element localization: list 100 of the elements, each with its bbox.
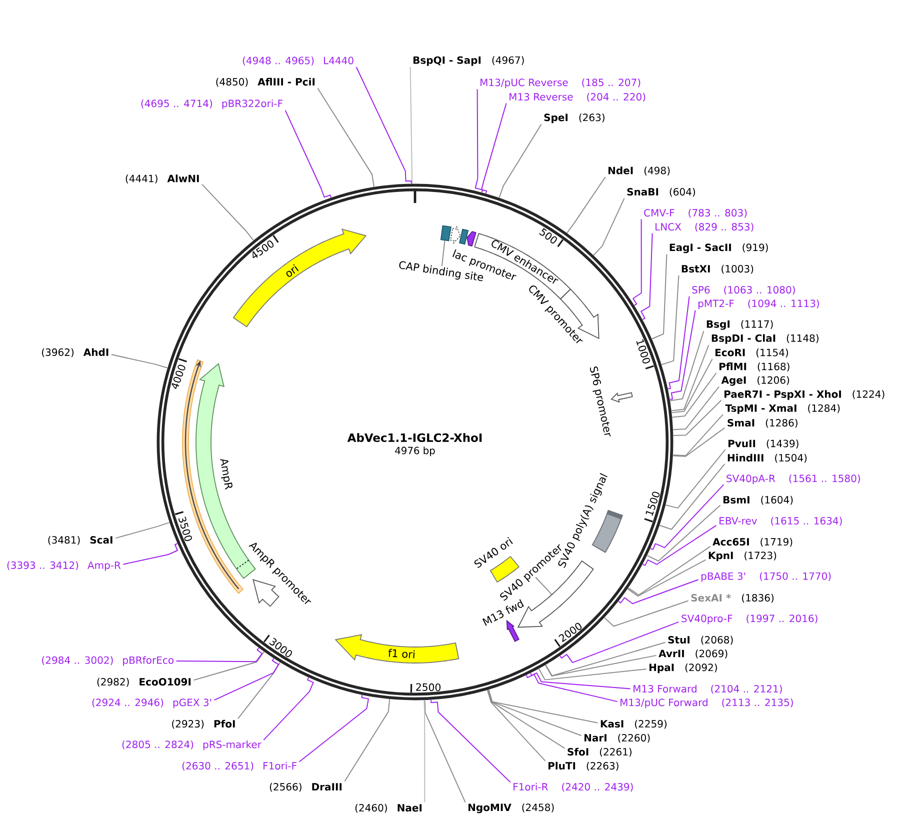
primer-label: (2924 .. 2946) pGEX 3' [92,698,212,708]
primer-label: pBABE 3' (1750 .. 1770) [701,572,831,582]
enzyme-site-label: BspDI - ClaI (1148) [712,334,818,344]
leader-line [545,642,666,676]
enzyme-site-label: AvrII (2069) [658,650,728,658]
primer-label: M13/pUC Reverse (185 .. 207) [480,78,640,88]
leader-line [672,427,726,457]
primer-label: SV40pA-R (1561 .. 1580) [726,474,860,484]
feature-block: M13 fwd [482,599,524,642]
enzyme-site-label: SnaBI (604) [627,188,695,197]
leader-line [672,386,720,430]
enzyme-site-label: EcoRI (1154) [716,348,788,358]
leader-line [176,647,262,662]
leader-line [669,310,696,400]
enzyme-site-label: BsgI (1117) [706,320,773,330]
leader-line [618,579,699,604]
leader-line [488,689,598,724]
leader-line [604,600,689,627]
leader-line [488,689,582,736]
leader-line [665,449,726,509]
leader-line [214,658,279,701]
enzyme-site-label: (2982) EcoO109I [97,678,191,687]
primer-label: (4695 .. 4714) pBR322ori-F [141,99,282,110]
enzyme-site-label: NdeI (498) [608,166,670,176]
leader-line [424,700,426,803]
enzyme-site-label: BspQI - SapI (4967) [414,56,524,66]
leader-line [430,700,511,783]
leader-line [486,690,546,762]
leader-line [441,240,446,267]
plasmid-name: AbVec1.1-IGLC2-XhoI [347,433,482,442]
leader-line [560,621,680,664]
leader-line [284,110,332,198]
enzyme-site-label: SexAI * (1836) [691,594,774,603]
leader-line [474,88,483,193]
enzyme-site-label: (2923) PfoI [172,720,235,729]
leader-line [566,176,606,234]
primer-label: (2805 .. 2824) pRS-marker [122,740,262,750]
enzyme-site-label: SfoI (2261) [568,748,632,757]
leader-line [193,651,264,681]
primer-label: (4948 .. 4965) L4440 [242,56,354,66]
primer-label: LNCX (829 .. 853) [656,222,754,232]
enzyme-site-label: NarI (2260) [584,734,650,743]
primer-label: SP6 (1063 .. 1080) [692,286,795,295]
leader-line [672,372,717,418]
enzyme-site-label: PvuII (1439) [728,440,798,448]
leader-line [672,414,724,456]
leader-line [659,463,726,530]
enzyme-site-label: KasI (2259) [600,720,667,729]
leader-line [593,198,625,256]
primer-label: F1ori-R (2420 .. 2439) [514,782,633,792]
enzyme-site-label: EagI - SacII (919) [670,243,768,254]
tick-label: 1000 [636,339,650,364]
leader-line [538,668,647,680]
enzyme-site-label: TspMI - XmaI (1284) [725,404,840,414]
feature-block: f1 ori [334,634,460,664]
sequence-length: 4976 bp [395,446,435,456]
leader-line [544,654,657,676]
leader-line [498,124,542,198]
enzyme-site-label: StuI (2068) [668,636,733,645]
tick-label: 2500 [416,683,440,692]
enzyme-site-label: PaeR7I - PspXI - XhoI (1224) [724,390,884,400]
primer-label: pMT2-F (1094 .. 1113) [698,299,819,310]
leader-line [535,576,552,595]
enzyme-site-label: HpaI (2092) [650,663,717,674]
primer-label: M13/pUC Forward (2113 .. 2135) [620,698,793,708]
leader-line [202,184,254,241]
leader-line [646,504,721,562]
enzyme-site-label: HindIII (1504) [728,454,807,463]
enzyme-site-label: (2460) NaeI [355,804,422,813]
leader-line [670,330,704,402]
primer-label: CMV-F (783 .. 803) [644,208,747,218]
leader-line [122,543,178,565]
enzyme-site-label: (3481) ScaI [48,536,112,545]
feature-box [440,225,452,242]
primer-label: M13 Reverse (204 .. 220) [510,92,646,102]
enzyme-site-label: PflMI (1168) [720,362,790,372]
tick-label: 3500 [178,516,192,542]
leader-line [344,698,390,782]
node-label: M13 fwd [482,599,524,626]
leader-line [481,102,507,194]
feature-block [466,231,476,247]
leader-line [652,254,668,340]
leader-line [356,66,412,184]
leader-line [488,689,566,749]
tick-label: 4000 [172,364,186,390]
leader-line [627,559,706,597]
leader-line [317,88,375,188]
leader-line [642,524,717,566]
leader-line [424,700,466,803]
primer-label: EBV-rev (1615 .. 1634) [720,516,842,526]
leader-line [530,672,631,690]
leader-line [640,232,653,320]
enzyme-site-label: (2566) DraIII [270,782,342,792]
leader-line [263,677,314,740]
leader-line [661,274,680,366]
primer-label: (3393 .. 3412) Amp-R [7,561,121,571]
leader-line [650,484,724,550]
enzyme-site-label: PluTI (2263) [548,762,618,771]
enzyme-site-label: Acc65I (1719) [712,538,792,547]
enzyme-site-label: BstXI (1003) [682,264,754,274]
